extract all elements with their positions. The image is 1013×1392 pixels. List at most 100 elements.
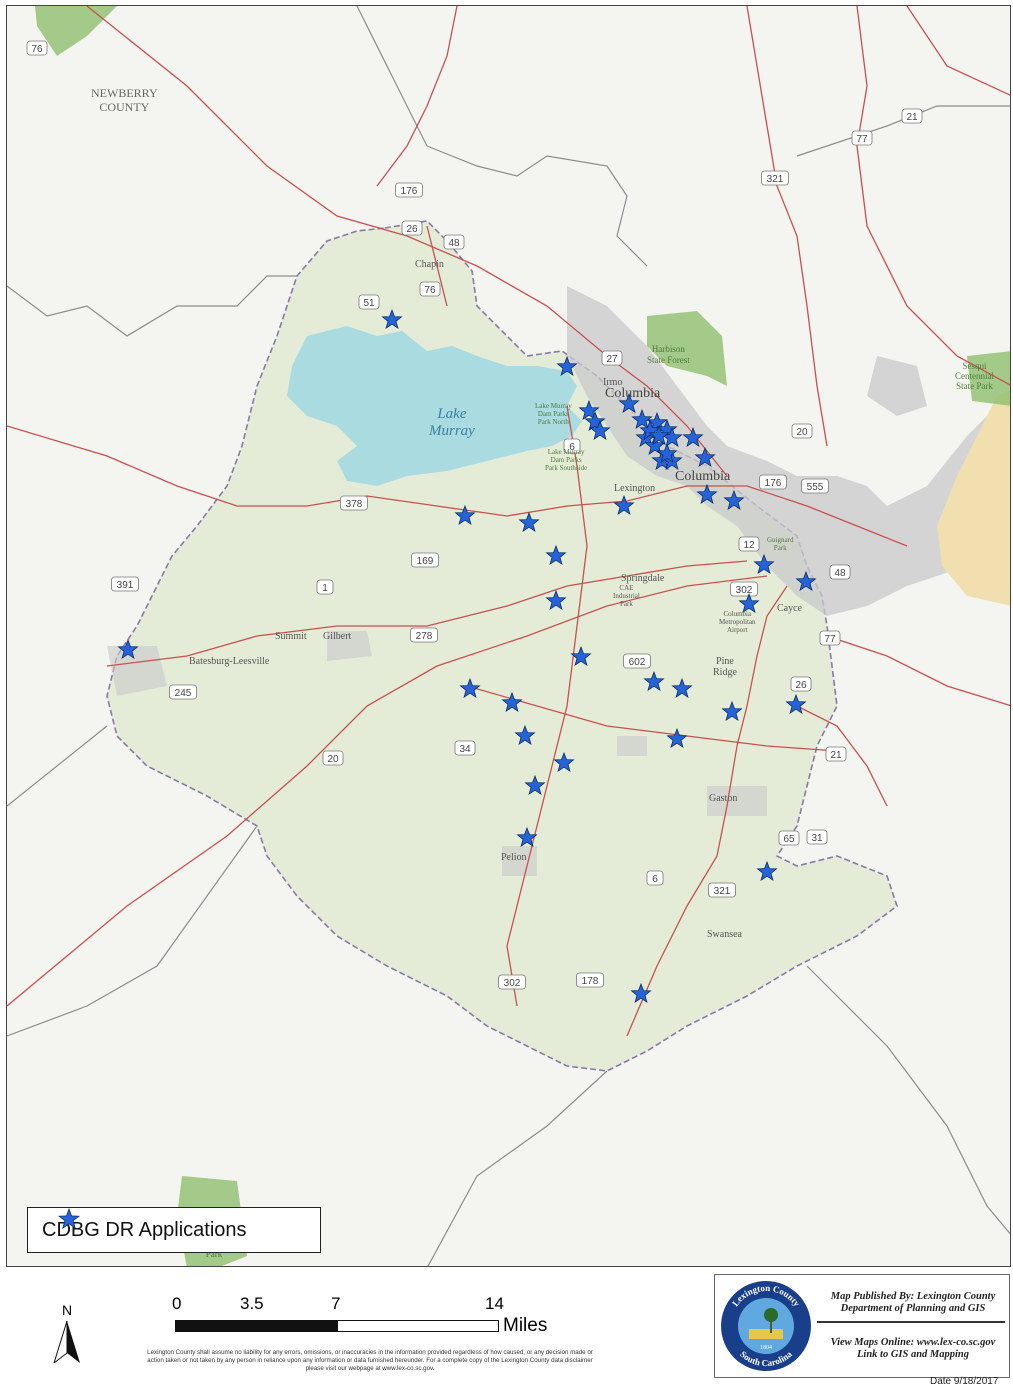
sesqui-park [967, 351, 1010, 406]
svg-text:302: 302 [504, 978, 521, 989]
route-shield: 27 [601, 350, 623, 366]
application-star-icon [518, 511, 540, 533]
application-star-icon [666, 727, 688, 749]
svg-text:321: 321 [714, 886, 731, 897]
newberry-county-label: NEWBERRY COUNTY [91, 86, 158, 114]
route-shield: 21 [825, 746, 847, 762]
svg-text:26: 26 [795, 680, 807, 691]
scale-tick-0: 0 [172, 1294, 182, 1313]
application-star-icon [644, 434, 666, 456]
route-shield: 77 [851, 130, 873, 146]
application-star-icon [646, 411, 668, 433]
application-star-icon [589, 419, 611, 441]
svg-text:1: 1 [322, 583, 328, 594]
svg-text:278: 278 [416, 631, 433, 642]
application-star-icon [516, 826, 538, 848]
lake-murray [287, 326, 582, 486]
dam-park-south-label: Lake Murray Dam Parks Park Southside [545, 448, 588, 472]
svg-text:321: 321 [767, 174, 784, 185]
svg-text:21: 21 [906, 112, 918, 123]
lexington-county-area [106, 220, 898, 1072]
svg-text:391: 391 [117, 580, 134, 591]
urban-area [567, 286, 1010, 616]
application-star-icon [723, 489, 745, 511]
svg-text:6: 6 [652, 874, 658, 885]
svg-text:48: 48 [448, 238, 460, 249]
scale-tick-2: 7 [331, 1294, 341, 1313]
publisher-line-3[interactable]: View Maps Online: www.lex-co.sc.gov [830, 1337, 996, 1348]
svg-text:51: 51 [363, 298, 375, 309]
application-star-icon [578, 399, 600, 421]
application-star-icon [694, 446, 716, 468]
application-star-icon [454, 504, 476, 526]
route-shield: 321 [708, 882, 736, 898]
urban-area [867, 356, 927, 416]
route-shield: 245 [169, 684, 197, 700]
scale-bar-open [337, 1320, 499, 1332]
svg-text:1804: 1804 [760, 1345, 772, 1351]
route-shield: 48 [443, 234, 465, 250]
route-shield: 76 [419, 281, 441, 297]
harbison-label: Harbison State Forest [647, 344, 690, 365]
application-star-icon [785, 693, 807, 715]
harbison-state-forest [647, 311, 727, 386]
route-shield: 26 [790, 676, 812, 692]
route-shield: 169 [411, 552, 439, 568]
application-star-icon [618, 392, 640, 414]
application-star-icon [630, 982, 652, 1004]
application-star-icon [631, 408, 653, 430]
route-shield: 602 [623, 653, 651, 669]
map-footer: N 0 3.5 7 14 Miles Lexington County shal… [0, 1268, 1013, 1392]
svg-text:27: 27 [606, 354, 618, 365]
application-star-icon [117, 638, 139, 660]
application-star-icon [514, 724, 536, 746]
star-icon [58, 1208, 80, 1229]
svg-text:76: 76 [31, 44, 43, 55]
urban-area [707, 786, 767, 816]
svg-text:178: 178 [582, 976, 599, 987]
map-date: Date 9/18/2017 [930, 1376, 999, 1387]
route-shield: 77 [819, 630, 841, 646]
application-star-icon [459, 677, 481, 699]
fort-jackson-area [937, 391, 1010, 606]
pelion-label: Pelion [501, 852, 527, 863]
svg-text:31: 31 [811, 833, 823, 844]
svg-text:176: 176 [401, 186, 418, 197]
svg-text:6: 6 [569, 442, 575, 453]
lake-murray-label: Lake Murray [429, 406, 475, 439]
sesqui-label: Sesqui Centennial State Park [955, 361, 994, 391]
scale-bar-solid [175, 1320, 337, 1332]
publisher-line-4[interactable]: Link to GIS and Mapping [856, 1349, 970, 1360]
application-star-icon [756, 860, 778, 882]
svg-text:21: 21 [830, 750, 842, 761]
lexington-label: Lexington [614, 483, 656, 494]
svg-text:77: 77 [824, 634, 836, 645]
route-shield: 51 [358, 294, 380, 310]
chapin-label: Chapin [415, 259, 444, 270]
svg-text:20: 20 [796, 427, 808, 438]
route-shield: 21 [901, 108, 923, 124]
park-area [35, 6, 117, 56]
svg-text:77: 77 [856, 134, 868, 145]
application-star-icon [753, 553, 775, 575]
application-star-icon [639, 419, 661, 441]
north-arrow-icon [53, 1321, 80, 1363]
route-shield: 176 [395, 182, 423, 198]
batesburg-label: Batesburg-Leesville [189, 656, 270, 667]
gaston-label: Gaston [709, 793, 738, 804]
publisher-divider [817, 1321, 1005, 1323]
county-seal-icon: Lexington County South Carolina 1804 [721, 1281, 811, 1371]
publisher-line-1: Map Published By: Lexington County [830, 1291, 996, 1302]
irmo-label: Irmo [603, 377, 623, 388]
route-shield: 6 [563, 438, 581, 454]
route-shield: 302 [498, 974, 526, 990]
application-star-icon [501, 691, 523, 713]
svg-text:602: 602 [629, 657, 646, 668]
application-star-icon [721, 700, 743, 722]
legend-label: CDBG DR Applications [42, 1218, 247, 1241]
application-star-icon [738, 592, 760, 614]
gilbert-label: Gilbert [323, 631, 352, 642]
route-shield: 76 [26, 40, 48, 56]
